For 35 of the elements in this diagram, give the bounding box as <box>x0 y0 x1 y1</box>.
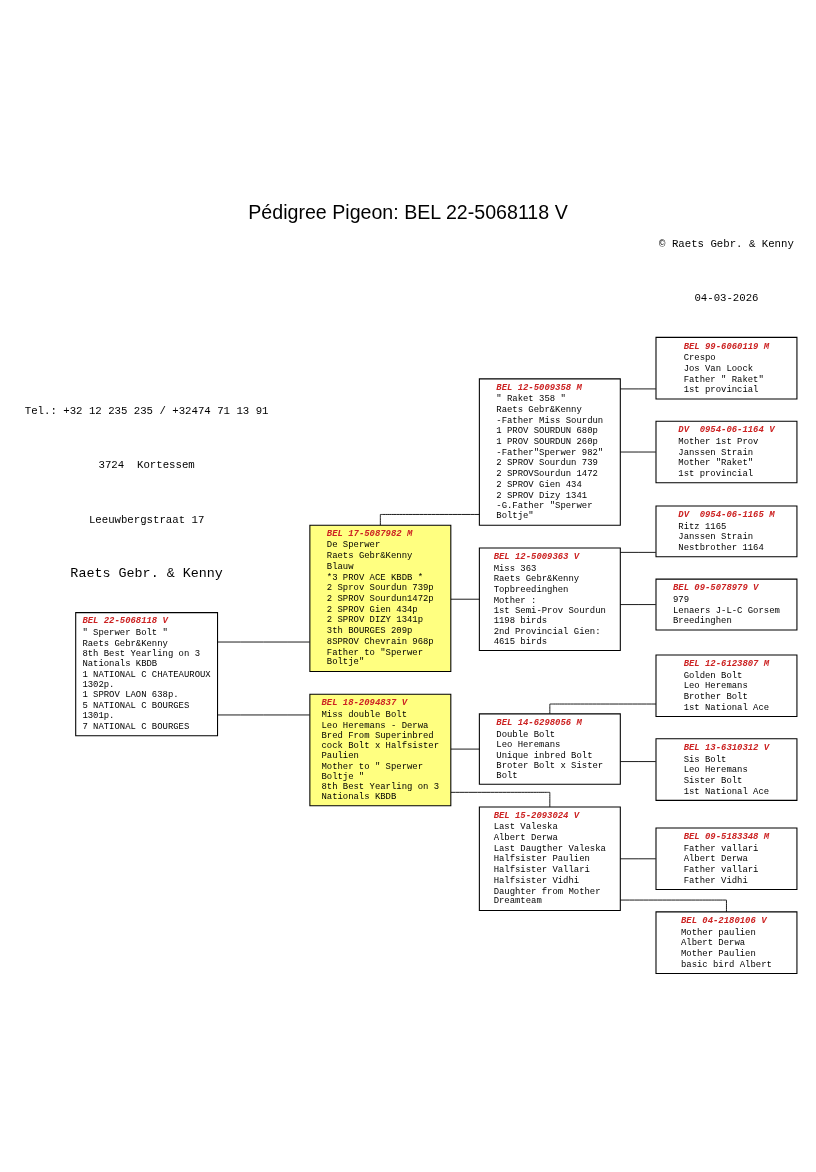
node-box: BEL 17-5087982 M De Sperwer Raets Gebr&Kenny Blauw *3 PROV ACE KBDB * 2 Sprov Sourdun 739p 2 SPROV Sourdun1472p 2 SPROV Gien 434p 2 SPROV DIZY 1341p 3th BOURGES 209p 8SPROV Chevrain 968p Father to "Sperwer Boltje" <box>309 524 452 672</box>
connector <box>450 748 480 750</box>
connector <box>549 703 657 714</box>
label: 04-03-2026 <box>694 291 759 304</box>
node-box: BEL 22-5068118 V " Sperwer Bolt " Raets Gebr&Kenny 8th Best Yearling on 3 Nationals KBDB 1 NATIONAL C CHATEAUROUX 1302p. 1 SPROV LAON 638p. 5 NATIONAL C BOURGES 1301p. 7 NATIONAL C BOURGES <box>75 611 219 736</box>
node-box: BEL 99-6060119 M Crespo Jos Van Loock Father " Raket" 1st provincial <box>655 336 798 399</box>
node-box: BEL 18-2094837 V Miss double Bolt Leo Heremans - Derwa Bred From Superinbred cock Bolt x Halfsister Paulien Mother to " Sperwer Boltje " 8th Best Yearling on 3 Nationals KBDB <box>309 693 452 806</box>
connector <box>217 641 311 642</box>
node-box: BEL 12-6123807 M Golden Bolt Leo Heremans Brother Bolt 1st National Ace <box>655 653 798 717</box>
connector <box>619 387 657 389</box>
label: Tel.: +32 12 235 235 / +32474 71 13 91 <box>24 404 269 417</box>
label: Leeuwbergstraat 17 <box>88 513 205 526</box>
diagram-title: Pédigree Pigeon: BEL 22-5068118 V <box>248 200 568 223</box>
connector <box>619 603 657 605</box>
node-box: DV 0954-06-1165 M Ritz 1165 Janssen Strain Nestbrother 1164 <box>655 504 798 557</box>
connector <box>379 513 480 526</box>
label: 3724 Kortessem <box>98 458 195 471</box>
connector <box>619 551 657 553</box>
node-box: BEL 09-5183348 M Father vallari Albert Derwa Father vallari Father Vidhi <box>655 827 798 890</box>
connector <box>450 791 551 807</box>
connector <box>619 451 657 452</box>
node-box: BEL 14-6298056 M Double Bolt Leo Heremans Unique inbred Bolt Broter Bolt x Sister Bolt <box>478 712 621 785</box>
node-box: DV 0954-06-1164 V Mother 1st Prov Janssen Strain Mother "Raket" 1st provincial <box>655 420 798 483</box>
connector <box>619 760 657 762</box>
connector <box>450 598 480 600</box>
label: Raets Gebr. & Kenny <box>70 565 223 581</box>
node-box: BEL 12-5009358 M " Raket 358 " Raets Gebr&Kenny -Father Miss Sourdun 1 PROV SOURDUN 680p 1 PROV SOURDUN 260p -Father"Sperwer 982" 2 SPROV Sourdun 739 2 SPROVSourdun 1472 2 SPROV Gien 434 2 SPROV Dizy 1341 -G.Father "Sperwer Boltje" <box>478 377 621 526</box>
label: © Raets Gebr. & Kenny <box>659 237 794 250</box>
node-box: BEL 13-6310312 V Sis Bolt Leo Heremans Sister Bolt 1st National Ace <box>655 737 798 801</box>
node-box: BEL 09-5078979 V 979 Lenaers J-L-C Gorsem Breedinghen <box>655 578 798 631</box>
connector <box>619 857 657 859</box>
node-box: BEL 04-2180106 V Mother paulien Albert Derwa Mother Paulien basic bird Albert <box>655 910 798 974</box>
node-box: BEL 15-2093024 V Last Valeska Albert Derwa Last Daugther Valeska Halfsister Paulien Halfsister Vallari Halfsister Vidhi Daughter from Mother Dreamteam <box>478 806 621 911</box>
node-box: BEL 12-5009363 V Miss 363 Raets Gebr&Kenny Topbreedinghen Mother : 1st Semi-Prov Sourdun 1198 birds 2nd Provincial Gien: 4615 birds <box>478 546 621 651</box>
connector <box>217 714 311 715</box>
